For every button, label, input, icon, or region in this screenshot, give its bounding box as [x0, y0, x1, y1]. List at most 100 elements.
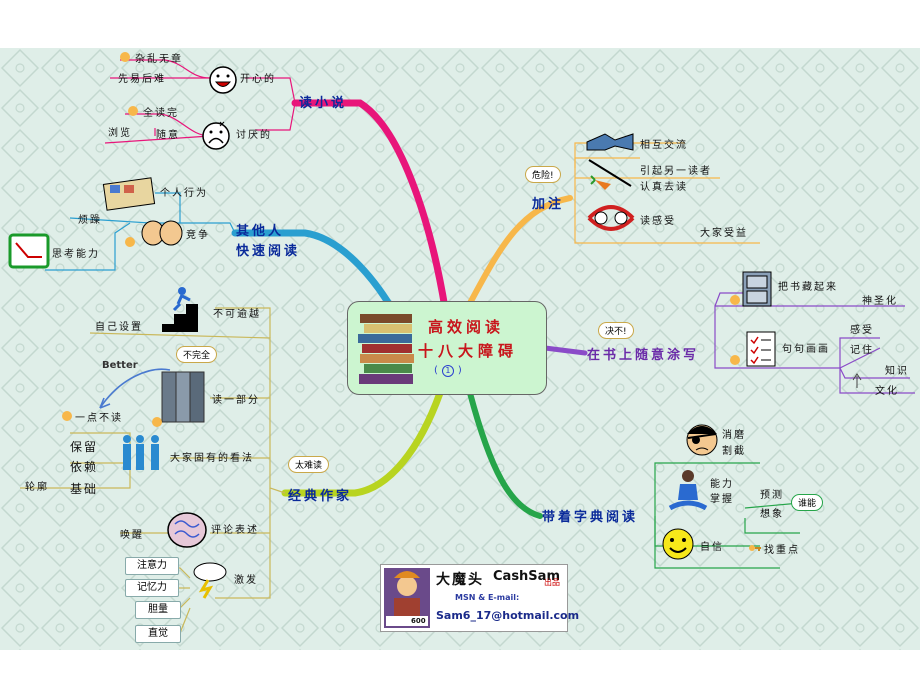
- cards-icon: [102, 177, 156, 211]
- lightbulb-icon: [730, 355, 740, 365]
- upset-face-icon: [202, 121, 230, 150]
- signature-produced: 出品: [544, 578, 560, 587]
- classic-incomplete: 不完全: [176, 346, 218, 363]
- novel-happy-sub2: 先易后难: [118, 74, 166, 85]
- brain-icon: [167, 512, 207, 548]
- comment-guide2: 认真去读: [640, 182, 688, 193]
- mind-map-slide: 高效阅读 十八大障碍 (1) 读小说 开心的 杂乱无章 先易后难 讨厌的 全读完…: [0, 48, 920, 650]
- margin-s4: 文化: [875, 386, 899, 397]
- comment-guide1: 引起另一读者: [640, 166, 712, 177]
- novel-happy: 开心的: [240, 74, 276, 85]
- lightbulb-icon: [128, 106, 138, 116]
- signature-contact-label: MSN & E-mail:: [455, 593, 520, 602]
- center-number: (1): [434, 365, 462, 377]
- meditation-icon: [668, 470, 708, 511]
- classic-v2: 依赖: [70, 460, 99, 474]
- compete-hands-icon: [141, 220, 183, 246]
- pirate-face-icon: [686, 424, 718, 456]
- classic-views: 大家固有的看法: [170, 453, 254, 464]
- classic-review: 评论表述: [211, 525, 259, 536]
- classic-v4: 轮廓: [25, 482, 49, 493]
- character-avatar-icon: [384, 568, 430, 628]
- classic-bubble: 太难读: [288, 456, 330, 473]
- signature-name: 大魔头: [436, 572, 484, 588]
- classic-fear: 不可逾越: [213, 309, 261, 320]
- chart-board-icon: [8, 233, 50, 269]
- branch-margin-title[interactable]: 在书上随意涂写: [587, 348, 700, 363]
- happy-face-icon: [209, 66, 237, 94]
- people-icon: [123, 435, 159, 470]
- classic-e4: 直觉: [135, 625, 181, 643]
- key-icon: [749, 545, 761, 551]
- smiley-icon: [662, 528, 694, 560]
- branch-dictionary-title[interactable]: 带着字典阅读: [542, 510, 639, 525]
- center-title-line1: 高效阅读: [428, 318, 505, 336]
- classic-part: 读一部分: [212, 395, 260, 406]
- branch-dictionary-line: [467, 390, 543, 519]
- arrows-people-icon: [587, 205, 635, 231]
- branch-lines: [20, 59, 915, 636]
- dictionary-predict: 预测: [760, 490, 784, 501]
- others-worry: 烦躁: [78, 215, 102, 226]
- dictionary-kill2: 割截: [722, 446, 746, 457]
- lightbulb-icon: [120, 52, 130, 62]
- lightbulb-icon: [730, 295, 740, 305]
- avatar-badge: 600: [411, 617, 426, 625]
- comment-feel: 读感受: [640, 216, 676, 227]
- branch-others-title-2[interactable]: 快速阅读: [236, 244, 301, 259]
- margin-hide: 把书藏起来: [778, 282, 838, 293]
- novel-upset-sub2: 随意: [156, 130, 180, 141]
- book-stack-icon: [358, 314, 414, 384]
- novel-upset-sub3: 浏览: [108, 128, 132, 139]
- margin-s3: 知识: [885, 366, 909, 377]
- center-title-line2: 十八大障碍: [418, 342, 519, 360]
- classic-e3: 胆量: [135, 601, 181, 619]
- branch-margin-line: [542, 345, 588, 356]
- branch-classic-title[interactable]: 经典作家: [288, 489, 353, 504]
- central-topic: 高效阅读 十八大障碍 (1): [347, 301, 547, 395]
- others-compete: 竞争: [186, 230, 210, 241]
- branch-others-title-1[interactable]: 其他人: [236, 224, 285, 239]
- classic-a-little: 一点不读: [75, 413, 123, 424]
- carrot-stick-icon: [588, 159, 632, 190]
- lightbulb-icon: [62, 411, 72, 421]
- dictionary-kill1: 消磨: [722, 430, 746, 441]
- lightbulb-icon: [152, 417, 162, 427]
- author-signature: 600 大魔头 CashSam 出品 MSN & E-mail: Sam6_17…: [380, 564, 579, 632]
- comment-share: 相互交流: [640, 140, 688, 151]
- classic-better: Better: [102, 360, 138, 371]
- branch-comment-title[interactable]: 加注: [532, 197, 565, 212]
- stairs-figure-icon: [162, 287, 198, 332]
- storm-cloud-icon: [193, 562, 227, 599]
- dictionary-key: 找重点: [764, 545, 800, 556]
- classic-excite: 激发: [234, 575, 258, 586]
- margin-bubble: 决不!: [598, 322, 634, 339]
- signature-name-en: CashSam: [493, 569, 560, 584]
- margin-draw: 句句画画: [782, 344, 830, 355]
- dictionary-ability1: 能力: [710, 479, 734, 490]
- others-personal: 个人行为: [160, 188, 208, 199]
- branch-novel-line: [291, 99, 449, 312]
- file-cabinet-icon: [742, 271, 772, 307]
- comment-all: 大家受益: [700, 228, 748, 239]
- margin-s2: 记住: [850, 345, 874, 356]
- signature-email[interactable]: Sam6_17@hotmail.com: [436, 609, 580, 622]
- dictionary-guess: 想象: [760, 509, 784, 520]
- book-set-icon: [161, 371, 205, 423]
- handshake-icon: [586, 133, 634, 151]
- novel-happy-sub1: 杂乱无章: [135, 54, 183, 65]
- classic-e2: 记忆力: [125, 579, 179, 597]
- classic-v3: 基础: [70, 482, 99, 496]
- margin-s1: 感受: [850, 325, 874, 336]
- branch-classic-line: [281, 389, 444, 497]
- branch-novel-title[interactable]: 读小说: [299, 96, 348, 111]
- branch-comment-line: [467, 195, 573, 306]
- checklist-icon: [746, 331, 776, 367]
- dictionary-confident: 自信: [700, 542, 724, 553]
- classic-e1: 注意力: [125, 557, 179, 575]
- lightbulb-icon: [125, 237, 135, 247]
- margin-sacred: 神圣化: [862, 296, 898, 307]
- novel-upset: 讨厌的: [236, 130, 272, 141]
- dictionary-bubble: 谁能: [791, 494, 824, 511]
- dictionary-ability2: 掌握: [710, 494, 734, 505]
